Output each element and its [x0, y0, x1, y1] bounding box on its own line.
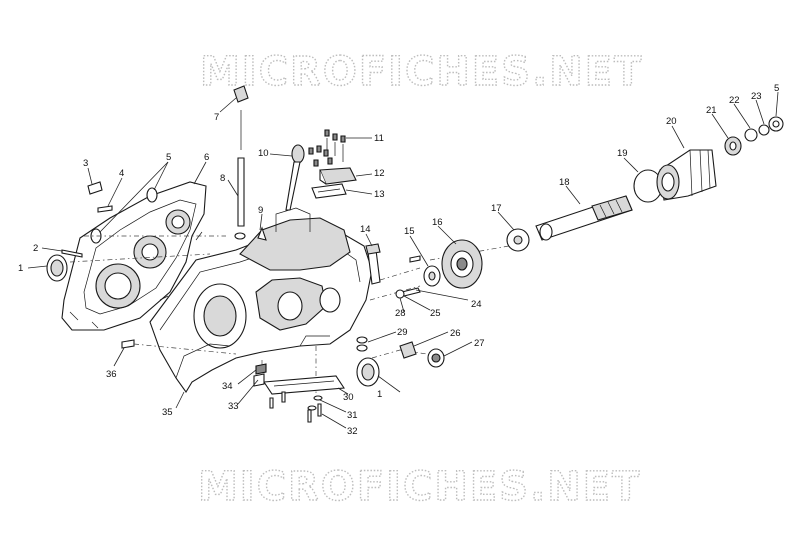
callout-4: 4: [119, 168, 124, 179]
callout-32: 32: [347, 426, 358, 437]
pin-9: [257, 226, 267, 241]
callout-24: 24: [471, 299, 482, 310]
callout-22: 22: [729, 95, 740, 106]
callout-28: 28: [395, 308, 406, 319]
callout-9: 9: [258, 205, 263, 216]
callout-25: 25: [430, 308, 441, 319]
callout-21: 21: [706, 105, 717, 116]
callout-7: 7: [214, 112, 219, 123]
callout-19: 19: [617, 148, 628, 159]
callout-5a: 5: [166, 152, 171, 163]
dipstick-tube: [233, 85, 249, 240]
seal-left: [46, 254, 68, 282]
bottom-plate-parts: [253, 363, 345, 423]
callout-33: 33: [228, 401, 239, 412]
callout-36: 36: [106, 369, 117, 380]
output-shaft-assembly: [506, 116, 784, 252]
callout-12: 12: [374, 168, 385, 179]
callout-5b: 5: [774, 83, 779, 94]
callout-6: 6: [204, 152, 209, 163]
bushings: [356, 336, 445, 368]
callout-10: 10: [258, 148, 269, 159]
callout-18: 18: [559, 177, 570, 188]
callout-labels: 1 1 2 3 4 5 5 6 7 8 9 10 11 12 13 14 15 …: [18, 83, 779, 437]
bolt-2: [61, 249, 83, 258]
callout-34: 34: [222, 381, 233, 392]
pin-36: [121, 339, 135, 349]
watermark-top: MICROFICHES.NET: [200, 49, 643, 95]
callout-2: 2: [33, 243, 38, 254]
callout-20: 20: [666, 116, 677, 127]
callout-15: 15: [404, 226, 415, 237]
dowel-parts: [87, 181, 158, 244]
callout-11: 11: [374, 133, 384, 144]
callout-27: 27: [474, 338, 485, 349]
leader-lines: [27, 91, 779, 429]
callout-8: 8: [220, 173, 225, 184]
bolts-11: [308, 129, 346, 167]
callout-14: 14: [360, 224, 371, 235]
callout-30: 30: [343, 392, 354, 403]
callout-29: 29: [397, 327, 408, 338]
dipstick: [285, 144, 305, 211]
seal-right: [356, 357, 380, 387]
breather-block: [311, 167, 357, 199]
gear-cluster: [395, 239, 483, 299]
callout-3: 3: [83, 158, 88, 169]
callout-17: 17: [491, 203, 502, 214]
gearcase-cover: [61, 181, 207, 331]
callout-23: 23: [751, 91, 762, 102]
shift-rod-14: [365, 243, 381, 285]
callout-16: 16: [432, 217, 443, 228]
callout-26: 26: [450, 328, 461, 339]
callout-1a: 1: [18, 263, 23, 274]
callout-35: 35: [162, 407, 173, 418]
callout-13: 13: [374, 189, 385, 200]
callout-31: 31: [347, 410, 358, 421]
main-gearcase: [149, 207, 373, 394]
callout-1b: 1: [377, 389, 382, 400]
watermark-bottom: MICROFICHES.NET: [198, 464, 641, 510]
